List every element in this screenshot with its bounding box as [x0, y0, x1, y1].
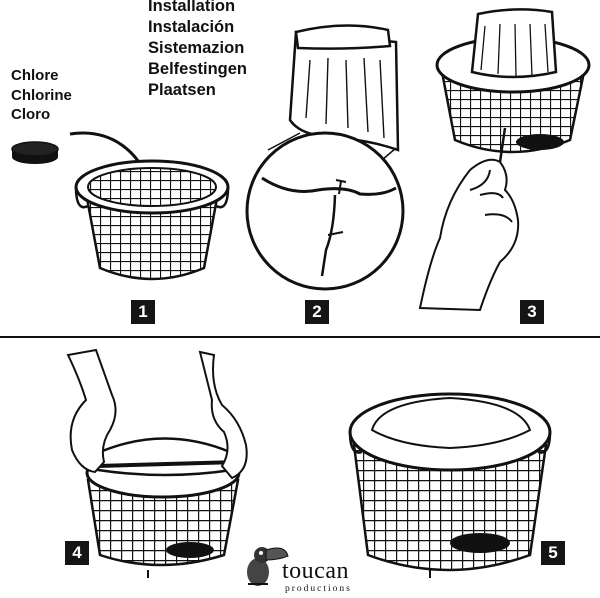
- title-en: Installation: [148, 0, 236, 15]
- step-badge-4: 4: [65, 541, 89, 565]
- filter-sock-2: [288, 24, 400, 152]
- title-nl: Plaatsen: [148, 81, 216, 99]
- chlorine-label-fr: Chlore: [11, 67, 59, 84]
- skimmer-basket-3: [435, 8, 591, 154]
- title-es: Instalación: [148, 18, 235, 36]
- step-badge-2: 2: [305, 300, 329, 324]
- chlorine-label-es: Cloro: [11, 106, 51, 123]
- chlorine-label-en: Chlorine: [11, 86, 72, 104]
- hands-4: [66, 348, 248, 480]
- skimmer-basket-1: [74, 159, 230, 281]
- step-badge-1: 1: [131, 300, 155, 324]
- title-it: Sistemazion: [148, 39, 245, 57]
- toucan-logo-icon: [247, 547, 289, 586]
- chlorine-tablet-icon: [11, 141, 59, 164]
- title-de: Belfestingen: [148, 60, 248, 78]
- chlorine-label-list: Chlore Chlorine Cloro: [11, 66, 72, 125]
- skimmer-basket-4: [85, 437, 241, 578]
- skimmer-basket-5: [348, 392, 552, 578]
- step-badge-5: 5: [541, 541, 565, 565]
- magnifier-circle: [245, 131, 405, 291]
- brand-name: toucan: [282, 558, 349, 584]
- brand-tagline: productions: [285, 584, 352, 594]
- step-badge-3: 3: [520, 300, 544, 324]
- installation-title-list: Installation Instalación Sistemazion Bel…: [148, 0, 247, 101]
- hand-3: [418, 127, 520, 312]
